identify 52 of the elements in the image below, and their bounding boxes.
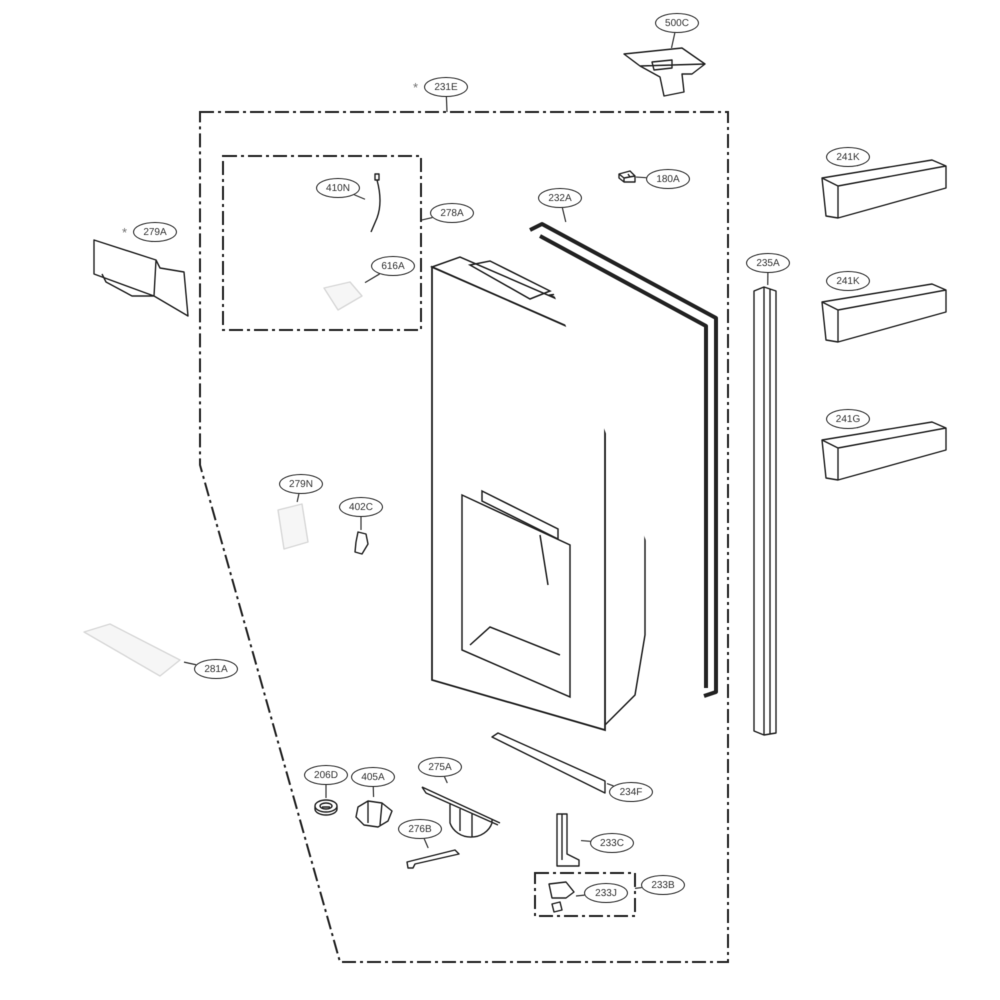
callout-number: 278A bbox=[430, 203, 474, 223]
clip-drawing bbox=[618, 170, 636, 183]
door-bin-drawing bbox=[820, 158, 948, 220]
leader-line bbox=[372, 786, 374, 798]
callout-number: 281A bbox=[194, 659, 238, 679]
callout-number: 279N bbox=[279, 474, 323, 494]
callout-number: 241K bbox=[826, 271, 870, 291]
bracket-drawing bbox=[405, 848, 460, 868]
switch-drawing bbox=[546, 880, 576, 915]
asterisk-mark: * bbox=[122, 226, 128, 240]
latch-drawing bbox=[352, 530, 370, 556]
leader-line bbox=[636, 176, 646, 178]
leader-line bbox=[184, 662, 196, 666]
callout-number: 206D bbox=[304, 765, 348, 785]
callout-number: 279A bbox=[133, 222, 177, 242]
callout-number: 235A bbox=[746, 253, 790, 273]
callout-number: 241G bbox=[826, 409, 870, 429]
leader-line bbox=[576, 894, 585, 897]
leader-line bbox=[446, 96, 448, 112]
leader-line bbox=[580, 840, 590, 842]
leader-line bbox=[670, 32, 676, 48]
callout-number: 405A bbox=[351, 767, 395, 787]
leader-line bbox=[606, 783, 614, 786]
leader-line bbox=[562, 208, 566, 222]
callout-number: 233B bbox=[641, 875, 685, 895]
asterisk-mark: * bbox=[413, 81, 418, 95]
door-bin-drawing bbox=[820, 282, 948, 344]
leader-line bbox=[296, 494, 300, 502]
leader-line bbox=[360, 517, 362, 530]
leader-line bbox=[444, 776, 448, 784]
leader-line bbox=[634, 887, 642, 889]
callout-number: 410N bbox=[316, 178, 360, 198]
callout-number: 231E bbox=[424, 77, 468, 97]
cover-panel-drawing bbox=[92, 238, 188, 316]
callout-number: 402C bbox=[339, 497, 383, 517]
ring-drawing bbox=[313, 798, 339, 816]
callout-number: 232A bbox=[538, 188, 582, 208]
leader-line bbox=[325, 785, 327, 798]
callout-number: 241K bbox=[826, 147, 870, 167]
leader-line bbox=[424, 838, 429, 848]
callout-number: 275A bbox=[418, 757, 462, 777]
callout-number: 500C bbox=[655, 13, 699, 33]
leader-line bbox=[364, 273, 380, 284]
leader-line bbox=[354, 194, 366, 200]
callout-number: 234F bbox=[609, 782, 653, 802]
callout-number: 276B bbox=[398, 819, 442, 839]
callout-number: 616A bbox=[371, 256, 415, 276]
leader-line bbox=[420, 216, 433, 221]
leader-line bbox=[767, 273, 768, 285]
callout-number: 180A bbox=[646, 169, 690, 189]
callout-number: 233J bbox=[584, 883, 628, 903]
callout-number: 233C bbox=[590, 833, 634, 853]
